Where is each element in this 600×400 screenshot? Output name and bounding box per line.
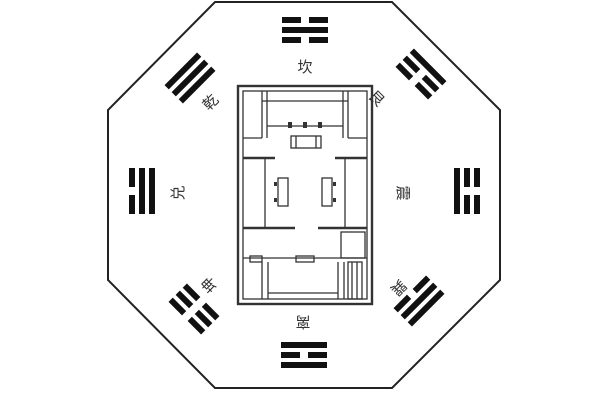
trigram-li-line-3 [281,342,327,348]
trigram-qian-line-1 [164,52,202,90]
trigram-xun-line-3-seg-2 [393,294,412,313]
trigram-qian-line-3 [178,66,216,104]
trigram-gen-line-2-seg-2 [421,74,440,93]
trigram-gen [395,48,447,100]
trigram-xun-line-1 [407,289,445,327]
plan-outer-wall [236,84,374,306]
trigram-zhen-line-1-seg-2 [474,195,480,214]
trigram-dui-line-1-seg-2 [129,168,135,187]
trigram-xun [393,275,445,327]
trigram-dui [129,168,155,214]
trigram-qian-line-2 [171,59,209,97]
trigram-kun-line-2-seg-1 [194,309,213,328]
label-kan: 坎 [297,58,312,76]
trigram-zhen-line-2-seg-2 [464,195,470,214]
trigram-gen-line-3-seg-2 [414,81,433,100]
trigram-kan-line-1-seg-2 [309,17,328,23]
plan-south-wing [243,231,367,300]
trigram-dui-line-1-seg-1 [129,195,135,214]
trigram-zhen [454,168,480,214]
trigram-kan-line-3-seg-1 [282,37,301,43]
trigram-zhen-line-3 [454,168,460,214]
plan-side-wings [243,156,367,230]
trigram-zhen-line-1-seg-1 [474,168,480,187]
trigram-kun-line-1-seg-2 [168,297,187,316]
trigram-kun [168,283,220,335]
plan-inner-wall [242,90,368,300]
trigram-li [281,342,327,368]
trigram-zhen-line-2-seg-1 [464,168,470,187]
trigram-gen-line-2-seg-1 [402,55,421,74]
trigram-dui-line-3 [149,168,155,214]
label-dui: 兑 [169,185,187,200]
trigram-li-line-1 [281,362,327,368]
octagon-frame [107,1,501,389]
courtyard-floor-plan [236,84,374,306]
trigram-gen-line-3-seg-1 [395,62,414,81]
trigram-kan [282,17,328,43]
trigram-xun-line-2 [400,282,438,320]
trigram-kan-line-2 [282,27,328,33]
trigram-kun-line-2-seg-2 [175,290,194,309]
trigram-qian [164,52,216,104]
trigram-kan-line-3-seg-2 [309,37,328,43]
trigram-kun-line-3-seg-1 [201,302,220,321]
trigram-kun-line-1-seg-1 [187,316,206,335]
trigram-kan-line-1-seg-1 [282,17,301,23]
trigram-kun-line-3-seg-2 [182,283,201,302]
plan-north-hall [243,91,367,149]
trigram-li-line-2-seg-2 [281,352,300,358]
trigram-gen-line-1 [409,48,447,86]
label-li: 离 [295,313,310,331]
trigram-xun-line-3-seg-1 [412,275,431,294]
trigram-dui-line-2 [139,168,145,214]
label-zhen: 震 [394,185,412,200]
trigram-li-line-2-seg-1 [308,352,327,358]
